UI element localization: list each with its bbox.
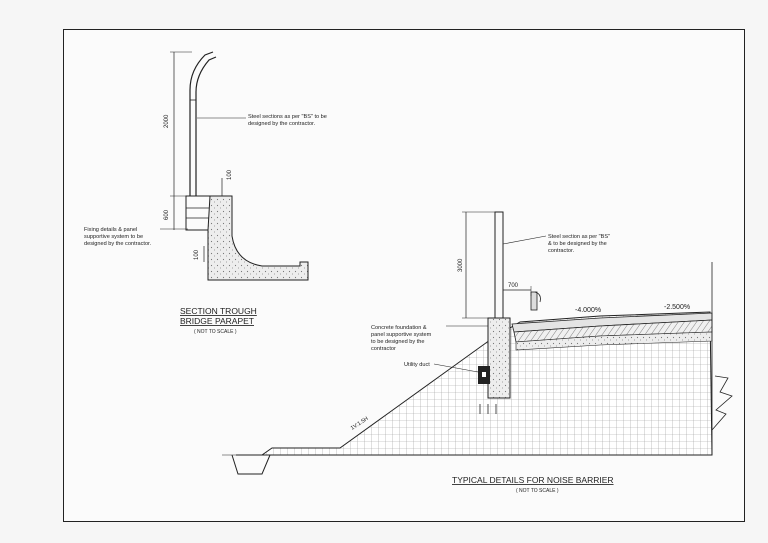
parapet-section: 2000 600 100 100 Steel sections as per "… [84,51,327,335]
dim-100a: 100 [227,169,233,180]
utility-duct-label: Utility duct [404,362,430,368]
parapet-concrete-trough [207,195,309,281]
parapet-title-line2: BRIDGE PARAPET [180,316,254,326]
barrier-note-foundation-2: panel supportive system [371,332,432,338]
dim-3000: 3000 [458,258,464,272]
barrier-note-foundation-4: contractor [371,346,396,352]
barrier-note-steel-2: & to be designed by the [548,241,607,247]
dim-700: 700 [508,283,519,289]
break-line [711,375,733,431]
parapet-fixing-plate [185,195,211,231]
barrier-post [494,211,504,319]
barrier-title: TYPICAL DETAILS FOR NOISE BARRIER [452,475,614,485]
parapet-note-steel-2: designed by the contractor. [248,121,316,127]
parapet-post-outer [189,51,214,196]
dim-100b: 100 [194,249,200,260]
barrier-scale: ( NOT TO SCALE ) [516,488,559,494]
barrier-note-steel-1: Steel section as per "BS" [548,234,610,240]
dim-2000: 2000 [164,114,170,128]
parapet-note-fixing-1: Fixing details & panel [84,227,137,233]
parapet-note-steel-1: Steel sections as per "BS" to be [248,114,327,120]
drain-ditch [231,454,271,475]
barrier-note-foundation-3: to be designed by the [371,339,425,345]
barrier-foundation [487,317,511,399]
dim-600: 600 [164,209,170,220]
barrier-note-steel-3: contractor. [548,248,575,254]
slope-label-a: -4.000% [575,307,601,314]
parapet-title-line1: SECTION TROUGH [180,306,257,316]
parapet-note-fixing-3: designed by the contractor. [84,241,152,247]
parapet-note-fixing-2: supportive system to be [84,234,143,240]
parapet-post-inner [195,56,217,196]
noise-barrier-section: 3000 700 -4.000% -2.500% 1V:1.5H Steel s… [222,211,733,494]
guard-rail-post [530,291,538,311]
barrier-note-foundation-1: Concrete foundation & [371,325,427,331]
slope-label-b: -2.500% [664,304,690,311]
parapet-scale: ( NOT TO SCALE ) [194,329,237,335]
